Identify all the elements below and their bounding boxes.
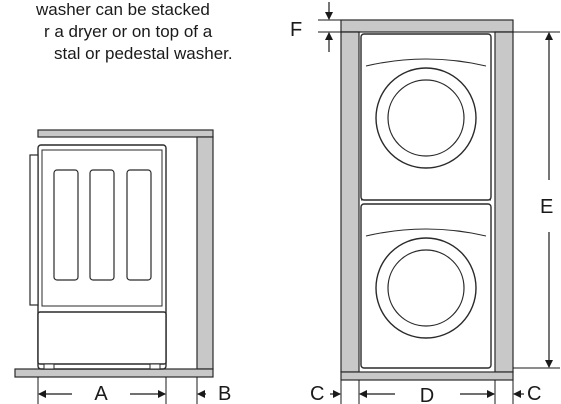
- side-top-panel: [37, 129, 214, 138]
- dim-b-label: B: [218, 383, 231, 404]
- side-foot-back: [149, 363, 161, 370]
- dim-d-label: D: [420, 385, 434, 404]
- side-floor: [14, 368, 214, 378]
- dim-c-right-label: C: [527, 383, 541, 404]
- side-pedestal: [37, 311, 167, 365]
- intro-line-1: washer can be stacked: [36, 0, 210, 19]
- dim-a-label: A: [94, 383, 108, 404]
- washer-door-inner: [387, 249, 465, 327]
- front-floor: [340, 371, 514, 381]
- front-top-panel: [340, 19, 514, 33]
- intro-line-2: r a dryer or on top of a: [44, 22, 213, 41]
- dryer-door-inner: [387, 79, 465, 157]
- dim-e-label: E: [540, 196, 553, 218]
- side-panel-slot-2: [89, 169, 115, 281]
- side-panel-slot-3: [126, 169, 152, 281]
- dim-f-label: F: [290, 19, 302, 41]
- side-back-wall: [196, 136, 214, 370]
- front-right-wall: [494, 31, 514, 373]
- front-view: F E C D C: [290, 2, 560, 404]
- side-foot-front: [43, 363, 55, 370]
- side-view: A B: [14, 129, 231, 404]
- intro-line-3: stal or pedestal washer.: [54, 44, 233, 63]
- side-panel-slot-1: [53, 169, 79, 281]
- front-left-wall: [340, 31, 360, 373]
- side-door-edge: [29, 154, 39, 306]
- dim-c-left-label: C: [310, 383, 324, 404]
